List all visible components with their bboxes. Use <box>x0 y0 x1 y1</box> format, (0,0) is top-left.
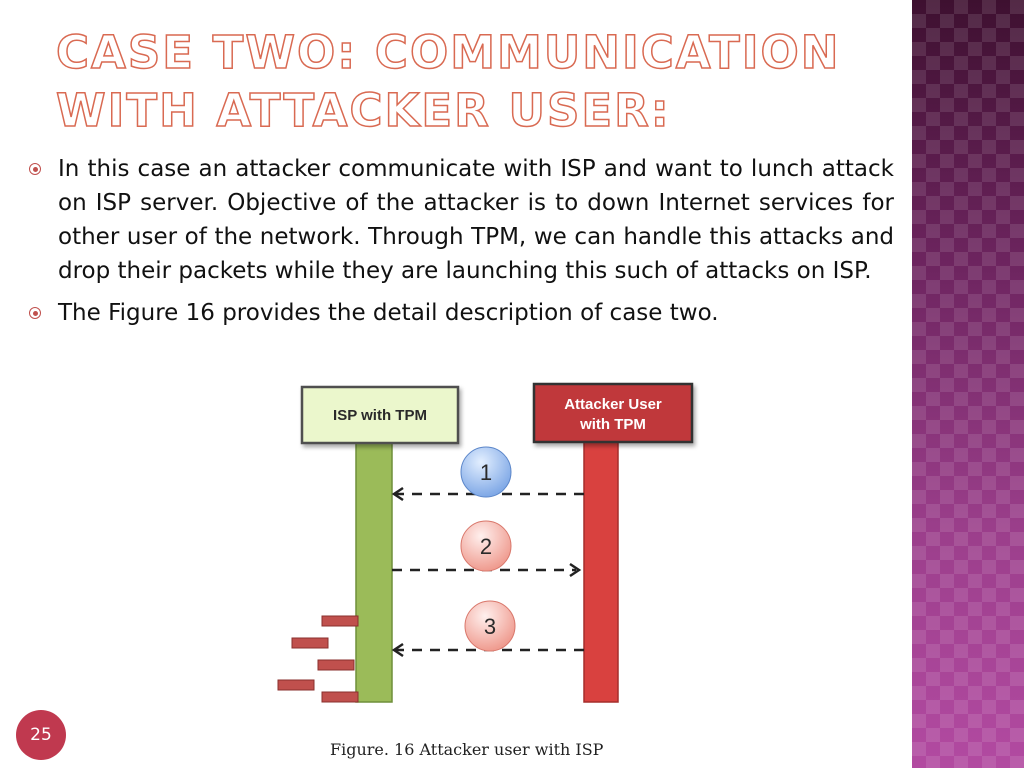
isp-label: ISP with TPM <box>333 407 427 424</box>
dropped-packet <box>321 691 359 703</box>
arrowhead-left-icon <box>391 486 404 502</box>
slide-title: Case Two: Communication with Attacker Us… <box>55 25 841 138</box>
bullet-text: The Figure 16 provides the detail descri… <box>58 300 719 326</box>
step-badge-2 <box>460 520 512 572</box>
bullet-item: In this case an attacker communicate wit… <box>26 152 894 288</box>
step-number-3: 3 <box>484 614 496 639</box>
bullet-item: The Figure 16 provides the detail descri… <box>26 296 894 330</box>
dropped-packet <box>277 679 315 691</box>
attacker-box <box>532 382 694 444</box>
dropped-packet <box>317 659 355 671</box>
bullet-circle-icon <box>29 307 41 319</box>
bullet-text: In this case an attacker communicate wit… <box>58 156 894 284</box>
attacker-label-line2: with TPM <box>579 416 646 433</box>
decorative-side-panel <box>912 0 1024 768</box>
step-badge-1 <box>460 446 512 498</box>
attacker-lifeline <box>583 441 619 703</box>
step-number-2: 2 <box>480 534 492 559</box>
arrowhead-left-icon <box>391 642 404 658</box>
dropped-packet <box>321 615 359 627</box>
isp-box <box>300 385 460 445</box>
step-number-1: 1 <box>480 460 492 485</box>
dropped-packet <box>291 637 329 649</box>
side-panel-pattern <box>912 0 1024 768</box>
sequence-diagram: ISP with TPM Attacker User with TPM 1 2 … <box>277 382 694 703</box>
attacker-label-line1: Attacker User <box>564 396 662 413</box>
step-badge-3 <box>464 600 516 652</box>
arrowhead-right-icon <box>569 562 582 578</box>
figure-caption: Figure. 16 Attacker user with ISP <box>330 740 604 759</box>
page-number-badge: 25 <box>16 710 66 760</box>
bullet-circle-icon <box>29 163 41 175</box>
isp-lifeline <box>355 441 393 703</box>
bullet-list: In this case an attacker communicate wit… <box>26 152 894 338</box>
